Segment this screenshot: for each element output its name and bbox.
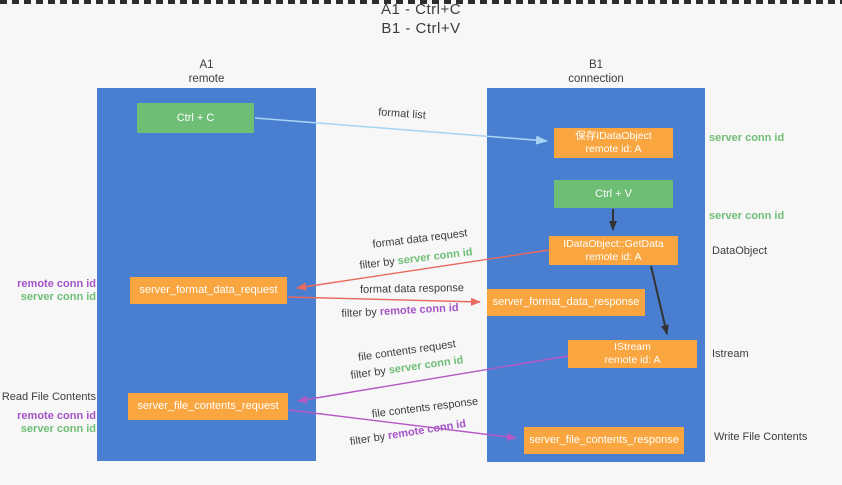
node-ctrl-v: Ctrl + V: [554, 180, 673, 208]
diagram-title: A1 - Ctrl+C B1 - Ctrl+V: [0, 0, 842, 38]
label-istream: Istream: [712, 348, 749, 360]
node-server-format-data-response: server_format_data_response: [487, 289, 645, 316]
session-divider-dotted-line: [0, 0, 842, 4]
arrow-format-data-request: [296, 249, 550, 291]
node-istream: IStream remote id: A: [568, 340, 697, 368]
label-left-conn-ids-bottom: remote conn id server conn id: [0, 410, 96, 436]
lane-a1-name: A1: [199, 59, 214, 71]
label-write-file-contents: Write File Contents: [714, 431, 808, 443]
edge-label-format-data-response: format data response: [359, 282, 465, 296]
label-server-conn-id-left-bottom: server conn id: [20, 423, 96, 435]
label-server-conn-id-mid: server conn id: [709, 210, 785, 222]
node-server-format-data-request-label: server_format_data_request: [139, 284, 278, 296]
node-ctrl-c-label: Ctrl + C: [176, 111, 215, 124]
node-idataobject-getdata-line1: IDataObject::GetData: [563, 237, 664, 250]
lane-b1-subtitle: connection: [568, 73, 624, 85]
label-left-conn-ids-top: remote conn id server conn id: [0, 278, 96, 304]
lane-header-b1: B1 connection: [487, 58, 705, 86]
node-server-format-data-request: server_format_data_request: [130, 277, 287, 304]
lane-a1-subtitle: remote: [188, 73, 225, 85]
node-save-idataobject-line1: 保存IDataObject: [575, 130, 652, 142]
node-ctrl-v-label: Ctrl + V: [595, 187, 632, 200]
title-line-2: B1 - Ctrl+V: [381, 20, 461, 37]
node-istream-line2: remote id: A: [604, 354, 661, 366]
filter-by-text: filter by: [341, 306, 378, 321]
label-dataobject: DataObject: [712, 245, 768, 257]
node-idataobject-getdata: IDataObject::GetData remote id: A: [549, 236, 678, 265]
lane-b1-name: B1: [588, 59, 604, 71]
node-server-file-contents-response: server_file_contents_response: [524, 427, 684, 454]
arrow-getdata-to-istream: [650, 265, 669, 335]
arrow-format-data-response: [287, 296, 481, 306]
label-server-conn-id-left-top: server conn id: [20, 291, 96, 303]
node-server-file-contents-request: server_file_contents_request: [128, 393, 288, 420]
node-save-idataobject-line2: remote id: A: [585, 143, 642, 155]
lane-header-a1: A1 remote: [97, 58, 316, 86]
label-remote-conn-id-top: remote conn id: [17, 278, 96, 290]
node-istream-line1: IStream: [614, 341, 651, 353]
node-ctrl-c: Ctrl + C: [137, 103, 254, 133]
arrow-format-list: [254, 117, 548, 145]
label-read-file-contents: Read File Contents: [1, 391, 96, 403]
title-line-1: A1 - Ctrl+C: [380, 1, 462, 18]
node-server-format-data-response-label: server_format_data_response: [492, 296, 640, 308]
node-save-idataobject: 保存IDataObject remote id: A: [554, 128, 673, 158]
node-server-file-contents-response-label: server_file_contents_response: [529, 434, 679, 446]
arrow-file-contents-request: [297, 355, 569, 404]
node-idataobject-getdata-line2: remote id: A: [585, 250, 642, 263]
label-remote-conn-id-bottom: remote conn id: [17, 410, 96, 422]
label-server-conn-id-top: server conn id: [709, 132, 785, 144]
node-server-file-contents-request-label: server_file_contents_request: [137, 400, 279, 412]
arrow-file-contents-response: [288, 409, 517, 441]
